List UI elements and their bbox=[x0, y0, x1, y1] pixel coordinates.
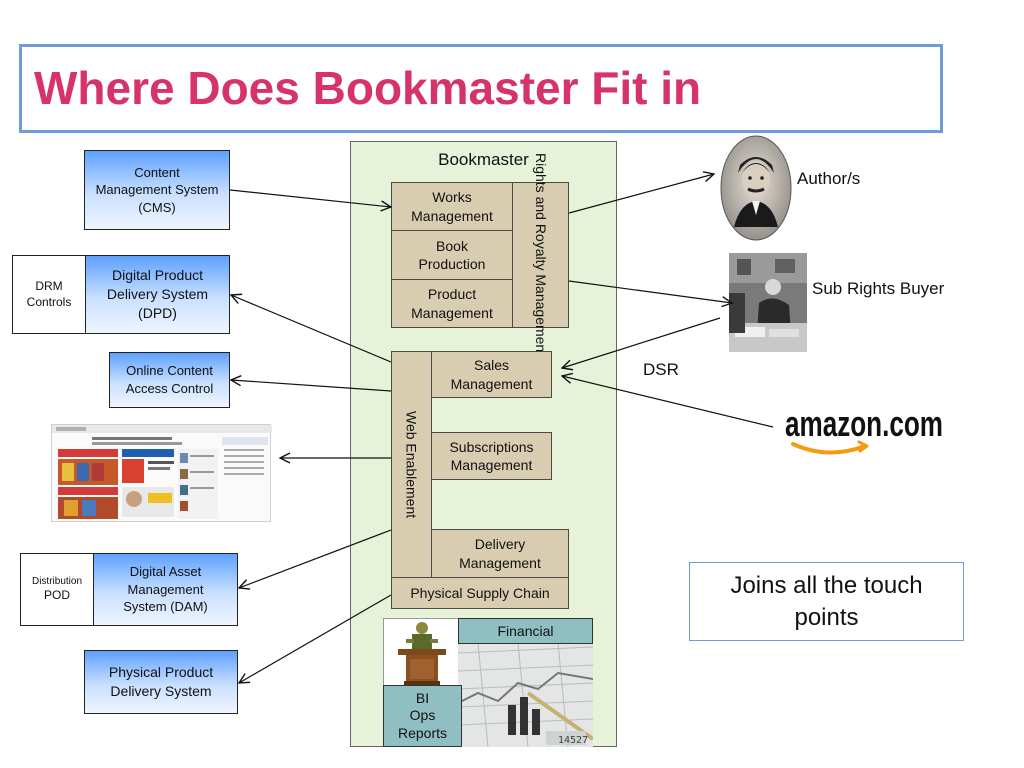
financial-module: Financial bbox=[458, 618, 593, 644]
author-portrait-icon bbox=[720, 135, 792, 242]
subscriptions-management-label: Subscriptions Management bbox=[449, 438, 534, 473]
dsr-label: DSR bbox=[643, 360, 679, 379]
rights-royalty-label: Rights and Royalty Management bbox=[532, 153, 549, 357]
page-title: Where Does Bookmaster Fit in bbox=[34, 62, 702, 114]
dam-box: Digital Asset Management System (DAM) bbox=[93, 553, 238, 626]
rights-royalty-module: Rights and Royalty Management bbox=[512, 153, 569, 357]
svg-text:amazon.com: amazon.com bbox=[785, 403, 943, 444]
works-management-module: Works Management bbox=[391, 182, 513, 231]
works-management-label: Works Management bbox=[411, 189, 493, 224]
joins-line-2: points bbox=[794, 603, 859, 631]
financial-label: Financial bbox=[497, 623, 554, 639]
web-enablement-module: Web Enablement bbox=[391, 351, 432, 578]
product-management-label: Product Management bbox=[411, 286, 493, 321]
book-production-module: Book Production bbox=[391, 230, 513, 280]
podium-figure-icon bbox=[383, 618, 459, 686]
online-access-label: Online Content Access Control bbox=[125, 363, 214, 396]
cms-label: Content Management System (CMS) bbox=[95, 164, 219, 215]
book-production-label: Book Production bbox=[418, 237, 486, 272]
product-management-module: Product Management bbox=[391, 279, 513, 328]
sub-rights-buyer-photo-icon bbox=[729, 253, 807, 352]
delivery-management-label: Delivery Management bbox=[459, 536, 541, 571]
online-access-box: Online Content Access Control bbox=[109, 352, 230, 408]
physical-supply-chain-label: Physical Supply Chain bbox=[410, 585, 550, 601]
bi-label: BI bbox=[415, 689, 430, 706]
dpd-box: Digital Product Delivery System (DPD) bbox=[85, 255, 230, 334]
bookmaster-title: Bookmaster bbox=[438, 150, 529, 169]
bi-ops-reports-module: BI Ops Reports bbox=[383, 685, 462, 747]
drm-box: DRM Controls bbox=[12, 255, 86, 334]
physical-delivery-label: Physical Product Delivery System bbox=[108, 664, 214, 699]
physical-supply-chain-module: Physical Supply Chain bbox=[391, 577, 569, 609]
sales-management-module: Sales Management bbox=[431, 351, 552, 398]
dam-label: Digital Asset Management System (DAM) bbox=[123, 564, 208, 615]
pod-label: POD bbox=[43, 588, 70, 603]
distribution-pod-box: Distribution POD bbox=[20, 553, 94, 626]
reports-label: Reports bbox=[397, 724, 448, 741]
delivery-management-module: Delivery Management bbox=[431, 529, 569, 578]
author-label: Author/s bbox=[797, 169, 861, 188]
distribution-label: Distribution bbox=[31, 576, 83, 588]
svg-text:14527: 14527 bbox=[558, 735, 588, 746]
cms-box: Content Management System (CMS) bbox=[84, 150, 230, 230]
drm-label: DRM Controls bbox=[26, 278, 72, 309]
joins-touch-points-box: Joins all the touch points bbox=[689, 562, 964, 641]
sub-rights-label: Sub Rights Buyer bbox=[812, 279, 945, 298]
amazon-logo-icon: amazon.com bbox=[783, 402, 948, 462]
web-enablement-label: Web Enablement bbox=[403, 410, 420, 519]
website-screenshot-icon bbox=[51, 424, 272, 522]
title-box: Where Does Bookmaster Fit in bbox=[19, 44, 943, 133]
ops-label: Ops bbox=[409, 707, 436, 724]
sales-management-label: Sales Management bbox=[450, 357, 533, 392]
subscriptions-management-module: Subscriptions Management bbox=[431, 432, 552, 480]
physical-delivery-box: Physical Product Delivery System bbox=[84, 650, 238, 714]
joins-line-1: Joins all the touch bbox=[730, 572, 923, 600]
financial-chart-image-icon: 14527 bbox=[458, 643, 593, 747]
dpd-label: Digital Product Delivery System (DPD) bbox=[106, 267, 209, 321]
